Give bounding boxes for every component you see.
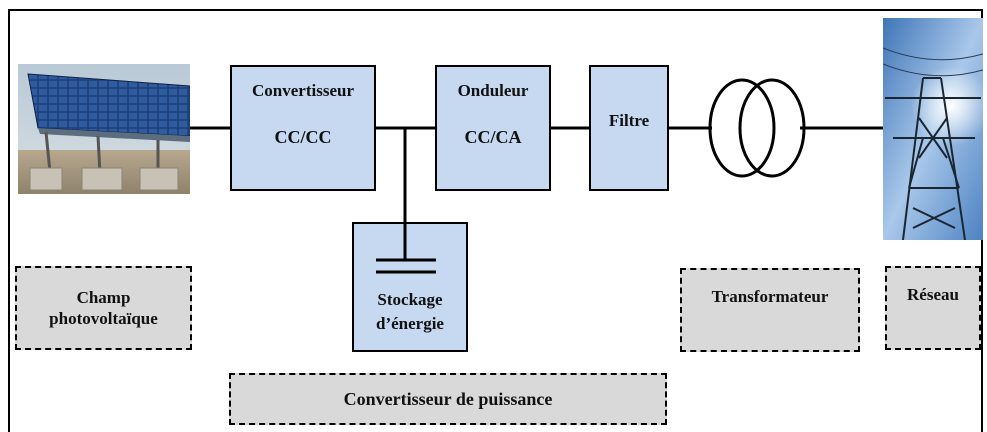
dc-dc-converter-title: Convertisseur: [252, 81, 354, 100]
filter-label: Filtre: [608, 111, 650, 130]
inverter-title: Onduleur: [457, 81, 529, 100]
inverter-block: Onduleur CC/CA: [435, 65, 551, 191]
solar-panel-icon: [18, 64, 190, 194]
power-converter-caption-label: Convertisseur de puissance: [343, 388, 553, 409]
pv-field-caption-line2: photovoltaïque: [49, 309, 158, 328]
transformer-caption: Transformateur: [680, 268, 860, 352]
dc-dc-converter-block: Convertisseur CC/CC: [230, 65, 376, 191]
grid-caption: Réseau: [885, 266, 981, 350]
storage-title: Stockage: [377, 290, 443, 309]
grid-caption-label: Réseau: [907, 285, 959, 304]
dc-dc-converter-type: CC/CC: [274, 127, 332, 147]
pv-field-caption: Champ photovoltaïque: [15, 266, 192, 350]
capacitor-icon: [376, 222, 436, 274]
power-pylon-icon: [883, 18, 983, 240]
transformer-caption-label: Transformateur: [711, 287, 829, 306]
power-converter-caption: Convertisseur de puissance: [229, 373, 667, 425]
energy-storage-block: Stockage d’énergie: [352, 222, 468, 352]
transformer-icon: [708, 78, 806, 178]
storage-subtitle: d’énergie: [376, 314, 444, 333]
pv-field-caption-line1: Champ: [76, 287, 131, 307]
filter-block: Filtre: [589, 65, 669, 191]
inverter-type: CC/CA: [464, 127, 522, 147]
